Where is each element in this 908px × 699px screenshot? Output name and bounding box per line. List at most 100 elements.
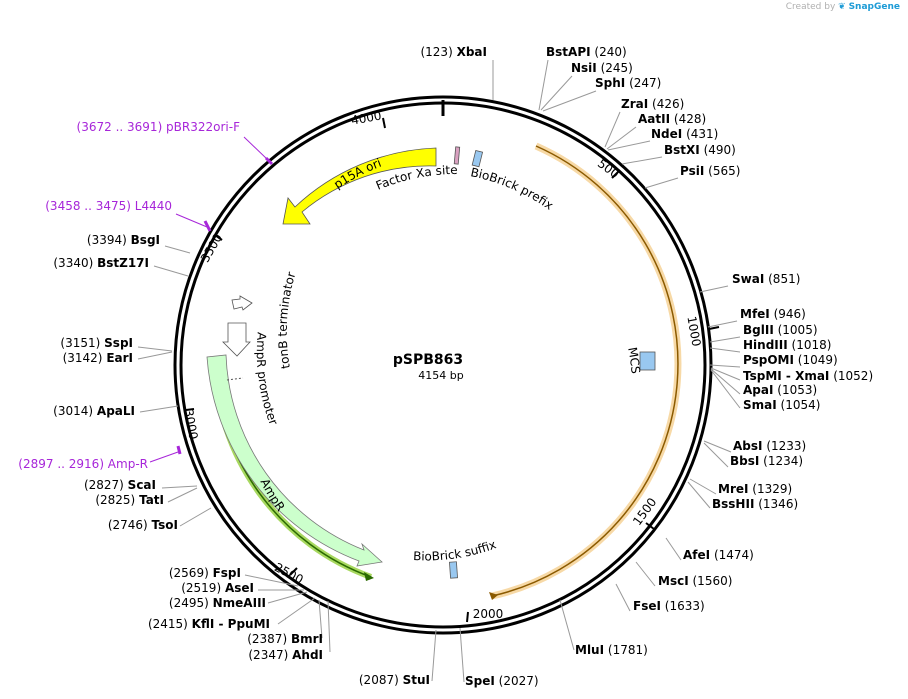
mcs-arrow-head: [489, 592, 498, 600]
restriction-site-label[interactable]: SwaI (851): [732, 272, 800, 286]
restriction-site-label[interactable]: (3151) SspI: [60, 336, 133, 350]
site-leader-line: [540, 75, 573, 111]
credit-brand: SnapGene: [848, 2, 900, 12]
restriction-site-label[interactable]: (2347) AhdI: [248, 648, 323, 662]
restriction-site-label[interactable]: BstAPI (240): [546, 45, 627, 59]
site-leader-line: [710, 368, 741, 395]
tick-mark: [382, 117, 386, 129]
site-leader-line: [161, 485, 198, 489]
site-leader-line: [635, 561, 656, 587]
mcs-orange-arc: [491, 142, 682, 600]
mcs-label: MCS: [625, 346, 643, 374]
biobrick-prefix-feature: [471, 149, 484, 168]
restriction-site-label[interactable]: ZraI (426): [621, 97, 684, 111]
restriction-site-label[interactable]: MscI (1560): [658, 574, 732, 588]
site-leader-line: [277, 597, 316, 625]
primer-connector: [243, 136, 269, 161]
primer-label: (3672 .. 3691) pBR322ori-F: [77, 120, 241, 134]
site-leader-line: [709, 364, 741, 368]
biobrick-suffix-feature: [449, 561, 458, 579]
tick-mark: [708, 326, 720, 330]
restriction-site-label[interactable]: ApaI (1053): [743, 383, 817, 397]
site-leader-line: [687, 481, 711, 509]
restriction-site-label[interactable]: PsiI (565): [680, 164, 740, 178]
site-leader-line: [604, 111, 621, 148]
restriction-site-label[interactable]: (3340) BstZ17I: [53, 256, 149, 270]
site-leader-line: [710, 367, 741, 381]
tonb-terminator-label: tonB terminator: [276, 270, 299, 370]
restriction-site-label[interactable]: MfeI (946): [740, 307, 806, 321]
tick-label: 2000: [473, 607, 504, 621]
restriction-site-label[interactable]: (2387) BmrI: [247, 632, 323, 646]
restriction-site-label[interactable]: FseI (1633): [633, 599, 705, 613]
ampr-green-arrowhead: [364, 572, 374, 581]
restriction-site-label[interactable]: MreI (1329): [718, 482, 792, 496]
restriction-site-label[interactable]: NsiI (245): [571, 61, 633, 75]
site-leader-line: [710, 369, 741, 409]
ampr-feature: [206, 354, 383, 567]
site-leader-line: [244, 574, 299, 587]
primer-mark: [176, 445, 182, 455]
restriction-site-label[interactable]: (123) XbaI: [420, 45, 487, 59]
restriction-site-label[interactable]: (2825) TatI: [95, 493, 164, 507]
restriction-site-label[interactable]: BstXI (490): [664, 143, 736, 157]
tick-mark: [466, 611, 469, 623]
tick-mark: [289, 567, 298, 576]
biobrick-suffix-label: BioBrick suffix: [413, 537, 498, 563]
site-leader-line: [538, 59, 549, 111]
snapgene-logo-icon: ❦: [838, 2, 846, 12]
p15a-ori-feature: [282, 147, 437, 225]
tick-label: 4000: [350, 109, 383, 128]
restriction-site-label[interactable]: SpeI (2027): [465, 674, 539, 688]
site-leader-line: [665, 537, 682, 561]
mcs-orange-line: [491, 145, 679, 597]
primer-connector: [149, 451, 179, 463]
restriction-site-label[interactable]: (3142) EarI: [63, 351, 133, 365]
site-leader-line: [164, 245, 191, 254]
restriction-site-label[interactable]: SmaI (1054): [743, 398, 820, 412]
ampr-promoter-divider: [226, 377, 244, 381]
restriction-sites: (123) XbaI BstAPI (240) NsiI (245)SphI (24…: [53, 45, 873, 688]
site-leader-line: [709, 336, 741, 343]
site-leader-line: [137, 346, 173, 352]
primer-mark: [264, 156, 274, 166]
site-leader-line: [707, 320, 738, 328]
restriction-site-label[interactable]: (2746) TsoI: [108, 518, 178, 532]
site-leader-line: [607, 140, 651, 151]
site-leader-line: [459, 627, 465, 683]
restriction-site-label[interactable]: AfeI (1474): [683, 548, 754, 562]
restriction-site-label[interactable]: PspOMI (1049): [743, 353, 838, 367]
restriction-site-label[interactable]: BbsI (1234): [730, 454, 803, 468]
restriction-site-label[interactable]: BglII (1005): [743, 323, 818, 337]
restriction-site-label[interactable]: (3014) ApaLI: [53, 404, 135, 418]
site-leader-line: [699, 285, 729, 293]
restriction-site-label[interactable]: SphI (247): [595, 76, 661, 90]
primer-label: (2897 .. 2916) Amp-R: [18, 457, 148, 471]
restriction-site-label[interactable]: MluI (1781): [575, 643, 648, 657]
primer-label: (3458 .. 3475) L4440: [45, 199, 172, 213]
credit-prefix: Created by: [785, 2, 836, 12]
site-leader-line: [137, 351, 173, 360]
restriction-site-label[interactable]: NdeI (431): [651, 127, 718, 141]
restriction-site-label[interactable]: AatII (428): [638, 112, 706, 126]
site-leader-line: [644, 177, 679, 189]
site-leader-line: [703, 440, 732, 453]
restriction-site-label[interactable]: BssHII (1346): [712, 497, 798, 511]
restriction-site-label[interactable]: TspMI - XmaI (1052): [743, 369, 873, 383]
factor-xa-site-feature: [453, 146, 461, 165]
plasmid-name: pSPB863: [393, 352, 463, 368]
restriction-site-label[interactable]: (2415) KflI - PpuMI: [148, 617, 270, 631]
primer-annotations: (3672 .. 3691) pBR322ori-F (3458 .. 3475)…: [18, 120, 274, 471]
restriction-site-label[interactable]: (2087) StuI: [359, 673, 430, 687]
restriction-site-label[interactable]: (3394) BsgI: [87, 233, 160, 247]
site-leader-line: [606, 126, 637, 150]
restriction-site-label[interactable]: (2569) FspI: [169, 566, 241, 580]
restriction-site-label[interactable]: (2519) AseI: [181, 581, 254, 595]
restriction-site-label[interactable]: AbsI (1233): [733, 439, 806, 453]
restriction-site-label[interactable]: (2827) ScaI: [84, 478, 156, 492]
restriction-site-label[interactable]: HindIII (1018): [743, 338, 831, 352]
site-leader-line: [153, 265, 189, 277]
site-leader-line: [689, 478, 717, 495]
restriction-site-label[interactable]: (2495) NmeAIII: [169, 596, 266, 610]
